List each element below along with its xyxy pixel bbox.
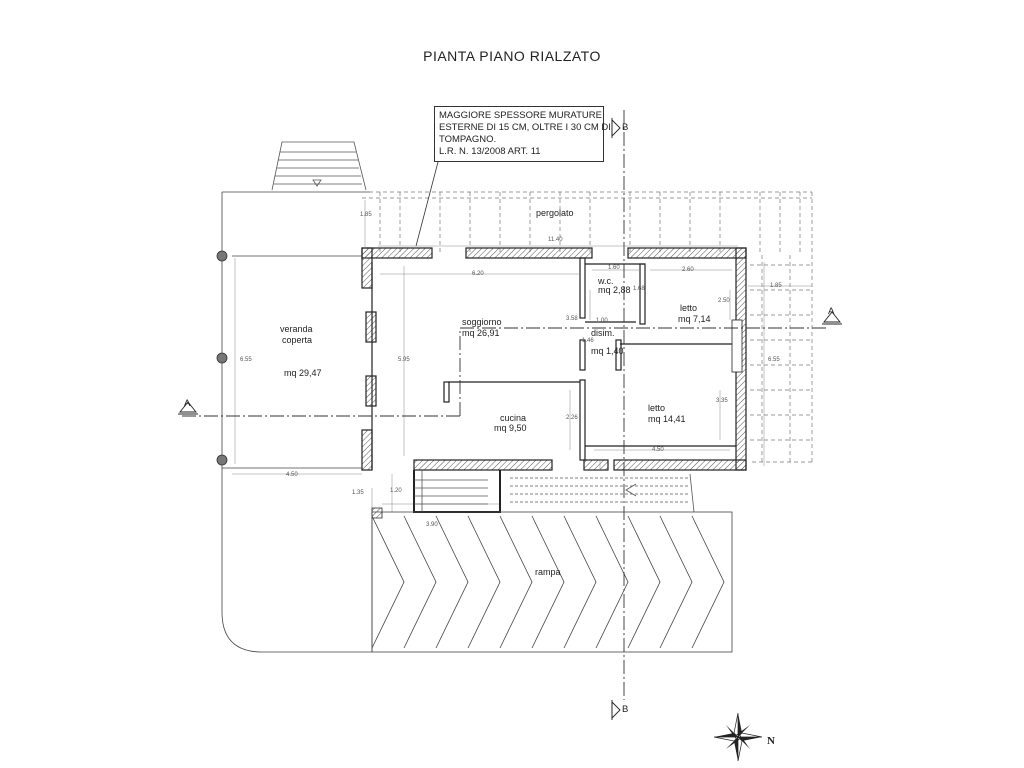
terrace-outline (221, 191, 373, 653)
note-line: MAGGIORE SPESSORE MURATURE (439, 110, 602, 121)
letto-small-area: mq 7,14 (678, 314, 711, 324)
section-lines (182, 110, 826, 700)
dimension-label: 1.85 (770, 283, 782, 289)
north-label: N (767, 735, 775, 747)
section-marker-b-bottom (611, 700, 621, 720)
dimension-label: 11.40 (548, 237, 563, 243)
note-leader (415, 161, 439, 247)
dimension-label: 4.50 (286, 472, 298, 478)
dimension-label: 1.00 (596, 318, 608, 324)
dimension-label: 3.58 (566, 316, 578, 322)
note-line: ESTERNE DI 15 CM, OLTRE I 30 CM DI (439, 122, 611, 133)
pergola (362, 191, 813, 463)
disim-area: mq 1,40 (591, 346, 624, 356)
letto-small-label: letto (680, 303, 698, 313)
dimension-lines (232, 200, 812, 512)
veranda-label: veranda (280, 324, 313, 334)
dimension-label: 1.20 (390, 488, 402, 494)
section-marker-a-right (822, 311, 842, 325)
wall-thickness-note: MAGGIORE SPESSORE MURATURE ESTERNE DI 15… (434, 106, 611, 162)
dimension-label: 3.35 (716, 398, 728, 404)
section-marker-b-top (611, 118, 621, 138)
note-line: TOMPAGNO. (439, 134, 497, 145)
wc-label: w.c. (598, 276, 614, 286)
dimension-label: 4.50 (652, 447, 664, 453)
walls (361, 247, 747, 471)
cucina-label: cucina (500, 413, 527, 423)
sheet-title: PIANTA PIANO RIALZATO (423, 48, 601, 64)
front-stair (371, 470, 695, 519)
cucina-area: mq 9,50 (494, 423, 527, 433)
veranda-area: mq 29,47 (284, 368, 322, 378)
dimension-label: 3.90 (426, 522, 438, 528)
section-label-a-right: A (828, 306, 835, 317)
dimension-label: 1.46 (582, 338, 594, 344)
note-line: L.R. N. 13/2008 ART. 11 (439, 146, 541, 157)
dimension-label: 5.95 (398, 357, 410, 363)
section-label-b-top: B (622, 122, 629, 133)
letto-large-label: letto (648, 403, 666, 413)
dimension-label: 6.55 (768, 357, 780, 363)
dimension-label: 2.26 (566, 415, 578, 421)
dimension-label: 1.68 (633, 286, 645, 292)
dimension-label: 2.60 (682, 267, 694, 273)
window-markers (731, 319, 743, 373)
ramp-label: rampa (535, 567, 561, 577)
section-label-a-left: A (184, 398, 191, 409)
top-entry-stair (271, 141, 367, 191)
dimension-label: 2.50 (718, 298, 730, 304)
wc-area: mq 2,88 (598, 285, 631, 295)
internal-walls (371, 257, 736, 470)
dimension-label: 1.35 (352, 490, 364, 496)
dimension-label: 6.20 (472, 271, 484, 277)
pergola-label: pergolato (536, 208, 574, 218)
section-label-b-bottom: B (622, 704, 629, 715)
dimension-label: 6.55 (240, 357, 252, 363)
section-marker-a-left (178, 401, 198, 415)
veranda-label-2: coperta (282, 335, 313, 345)
soggiorno-label: soggiorno (462, 317, 502, 327)
dimension-label: 1.85 (360, 212, 372, 218)
soggiorno-area: mq 26,91 (462, 328, 500, 338)
letto-large-area: mq 14,41 (648, 414, 686, 424)
compass-rose-icon (713, 712, 763, 762)
ramp (371, 511, 733, 653)
veranda-columns (216, 250, 228, 466)
dimension-label: 1.60 (608, 265, 620, 271)
disim-label: disim. (591, 328, 615, 338)
